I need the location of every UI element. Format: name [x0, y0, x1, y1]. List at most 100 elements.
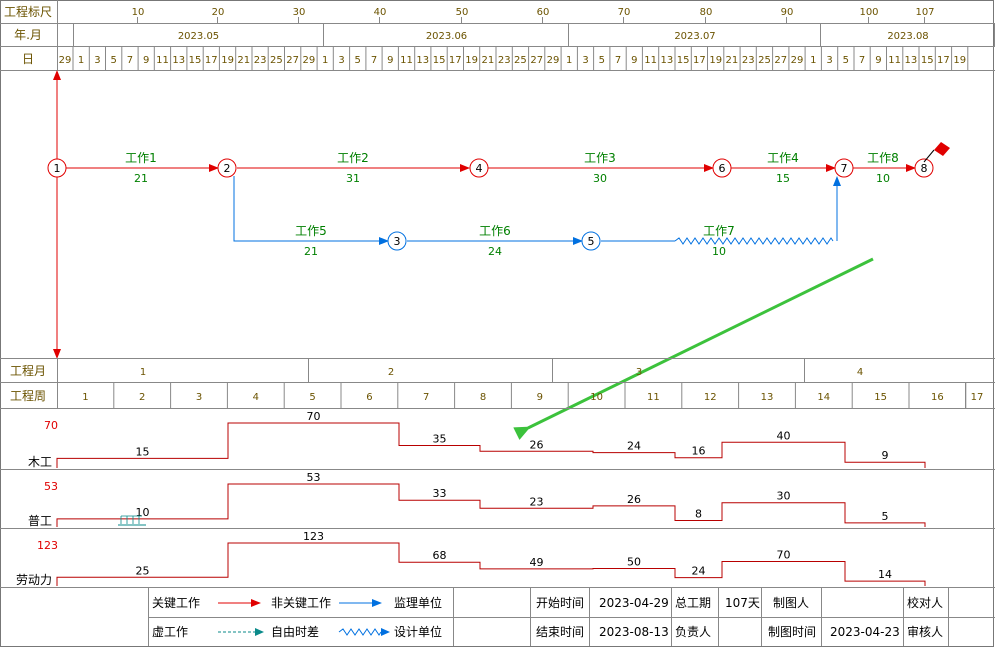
resource-histogram-1: [56, 483, 926, 527]
day-cell: 5: [843, 55, 849, 66]
day-cell: 17: [205, 55, 218, 66]
project-week: 7: [423, 392, 429, 403]
resource-value: 70: [307, 410, 321, 423]
resource-histogram-2: [56, 542, 926, 586]
start-label: 开始时间: [536, 596, 584, 610]
day-cell: 19: [465, 55, 478, 66]
node-number: 4: [476, 162, 483, 175]
ruler-tick: 30: [293, 7, 306, 18]
node-circle[interactable]: [834, 158, 854, 178]
resource-value: 9: [882, 449, 889, 462]
day-cell: 5: [111, 55, 117, 66]
project-month: 1: [140, 367, 146, 378]
task-name: 工作5: [295, 224, 327, 238]
resource-value: 49: [530, 556, 544, 569]
legend-float-wave: [338, 628, 382, 636]
day-cell: 15: [921, 55, 934, 66]
axis-arrow-up: [53, 70, 61, 80]
yearmonth-label: 年.月: [14, 28, 42, 42]
day-cell: 15: [677, 55, 690, 66]
node-circle[interactable]: [712, 158, 732, 178]
resource-max: 70: [44, 419, 58, 432]
task-duration: 10: [712, 245, 726, 258]
project-week: 1: [82, 392, 88, 403]
ruler-label: 工程标尺: [4, 4, 52, 19]
project-week: 13: [761, 392, 774, 403]
day-cell: 1: [78, 55, 84, 66]
node-circle[interactable]: [469, 158, 489, 178]
project-week: 14: [817, 392, 830, 403]
legend-critical: 关键工作: [152, 596, 200, 610]
resource-value: 16: [692, 445, 706, 458]
node-number: 3: [394, 235, 401, 248]
resource-value: 50: [627, 556, 641, 569]
task-name: 工作2: [337, 151, 369, 165]
day-cell: 5: [355, 55, 361, 66]
ruler-tick: 50: [456, 7, 469, 18]
project-week: 3: [196, 392, 202, 403]
node-circle[interactable]: [217, 158, 237, 178]
resource-max: 53: [44, 480, 58, 493]
start-value: 2023-04-29: [599, 596, 669, 610]
day-cell: 19: [221, 55, 234, 66]
day-cell: 11: [400, 55, 413, 66]
resource-value: 70: [777, 549, 791, 562]
day-cell: 29: [791, 55, 804, 66]
task-name: 工作7: [703, 224, 735, 238]
task-duration: 21: [134, 172, 148, 185]
day-cell: 1: [566, 55, 572, 66]
project-month: 2: [388, 367, 394, 378]
node-circle[interactable]: [581, 231, 601, 251]
free-float-wave: [674, 237, 834, 245]
day-cell: 3: [826, 55, 832, 66]
project-week: 4: [253, 392, 259, 403]
resource-value: 24: [627, 440, 641, 453]
day-cell: 3: [582, 55, 588, 66]
legend-table: 关键工作 非关键工作 监理单位 虚工作 自由时差 设计单位 开始时间 2023-…: [148, 588, 995, 646]
day-cell: 27: [774, 55, 787, 66]
project-week: 11: [647, 392, 660, 403]
project-week: 8: [480, 392, 486, 403]
day-cell: 19: [709, 55, 722, 66]
ruler-tick: 10: [132, 7, 145, 18]
day-cell: 13: [661, 55, 674, 66]
resource-value: 24: [692, 565, 706, 578]
day-cell: 7: [615, 55, 621, 66]
ruler-tick: 20: [212, 7, 225, 18]
task-5-arrow[interactable]: [233, 176, 389, 245]
node-circle[interactable]: [387, 231, 407, 251]
task-duration: 10: [876, 172, 890, 185]
project-week: 12: [704, 392, 717, 403]
project-week: 15: [874, 392, 887, 403]
resource-value: 14: [878, 568, 892, 581]
finish-flag-icon: [934, 142, 950, 156]
resource-value: 35: [433, 433, 447, 446]
day-cell: 21: [726, 55, 739, 66]
ruler-tick: 40: [374, 7, 387, 18]
day-cell: 13: [416, 55, 429, 66]
ruler-tick: 80: [700, 7, 713, 18]
node-circle[interactable]: [47, 158, 67, 178]
day-cell: 29: [303, 55, 316, 66]
legend-dummy-arrowhead: [255, 628, 264, 636]
legend-float: 自由时差: [271, 625, 319, 639]
day-cell: 19: [953, 55, 966, 66]
end-value: 2023-08-13: [599, 625, 669, 639]
day-cell: 9: [875, 55, 881, 66]
finish-flag-pole: [923, 149, 935, 163]
node-number: 2: [224, 162, 231, 175]
day-cell: 9: [631, 55, 637, 66]
author-label: 制图人: [773, 596, 809, 610]
node-circle[interactable]: [914, 158, 934, 178]
day-cell: 27: [530, 55, 543, 66]
day-cell: 15: [189, 55, 202, 66]
day-cell: 27: [286, 55, 299, 66]
day-cell: 29: [547, 55, 560, 66]
resource-value: 15: [136, 445, 150, 458]
task-duration: 24: [488, 245, 502, 258]
node-number: 6: [719, 162, 726, 175]
node-number: 1: [54, 162, 61, 175]
